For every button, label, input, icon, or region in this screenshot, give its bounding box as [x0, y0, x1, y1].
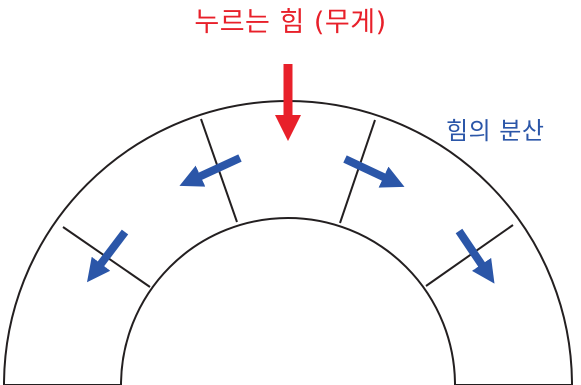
- distribution-arrows: [87, 154, 495, 284]
- distribution-arrow-4: [455, 228, 495, 284]
- distribution-label: 힘의 분산: [446, 117, 545, 145]
- arch-outline: [2, 100, 574, 385]
- arch-joint-3: [339, 119, 376, 224]
- distribution-arrow-3: [343, 155, 405, 188]
- distribution-arrow-2: [179, 154, 242, 187]
- force-label: 누르는 힘 (무게): [194, 7, 387, 38]
- arch-joint-4: [425, 224, 514, 287]
- distribution-arrow-1: [87, 229, 129, 283]
